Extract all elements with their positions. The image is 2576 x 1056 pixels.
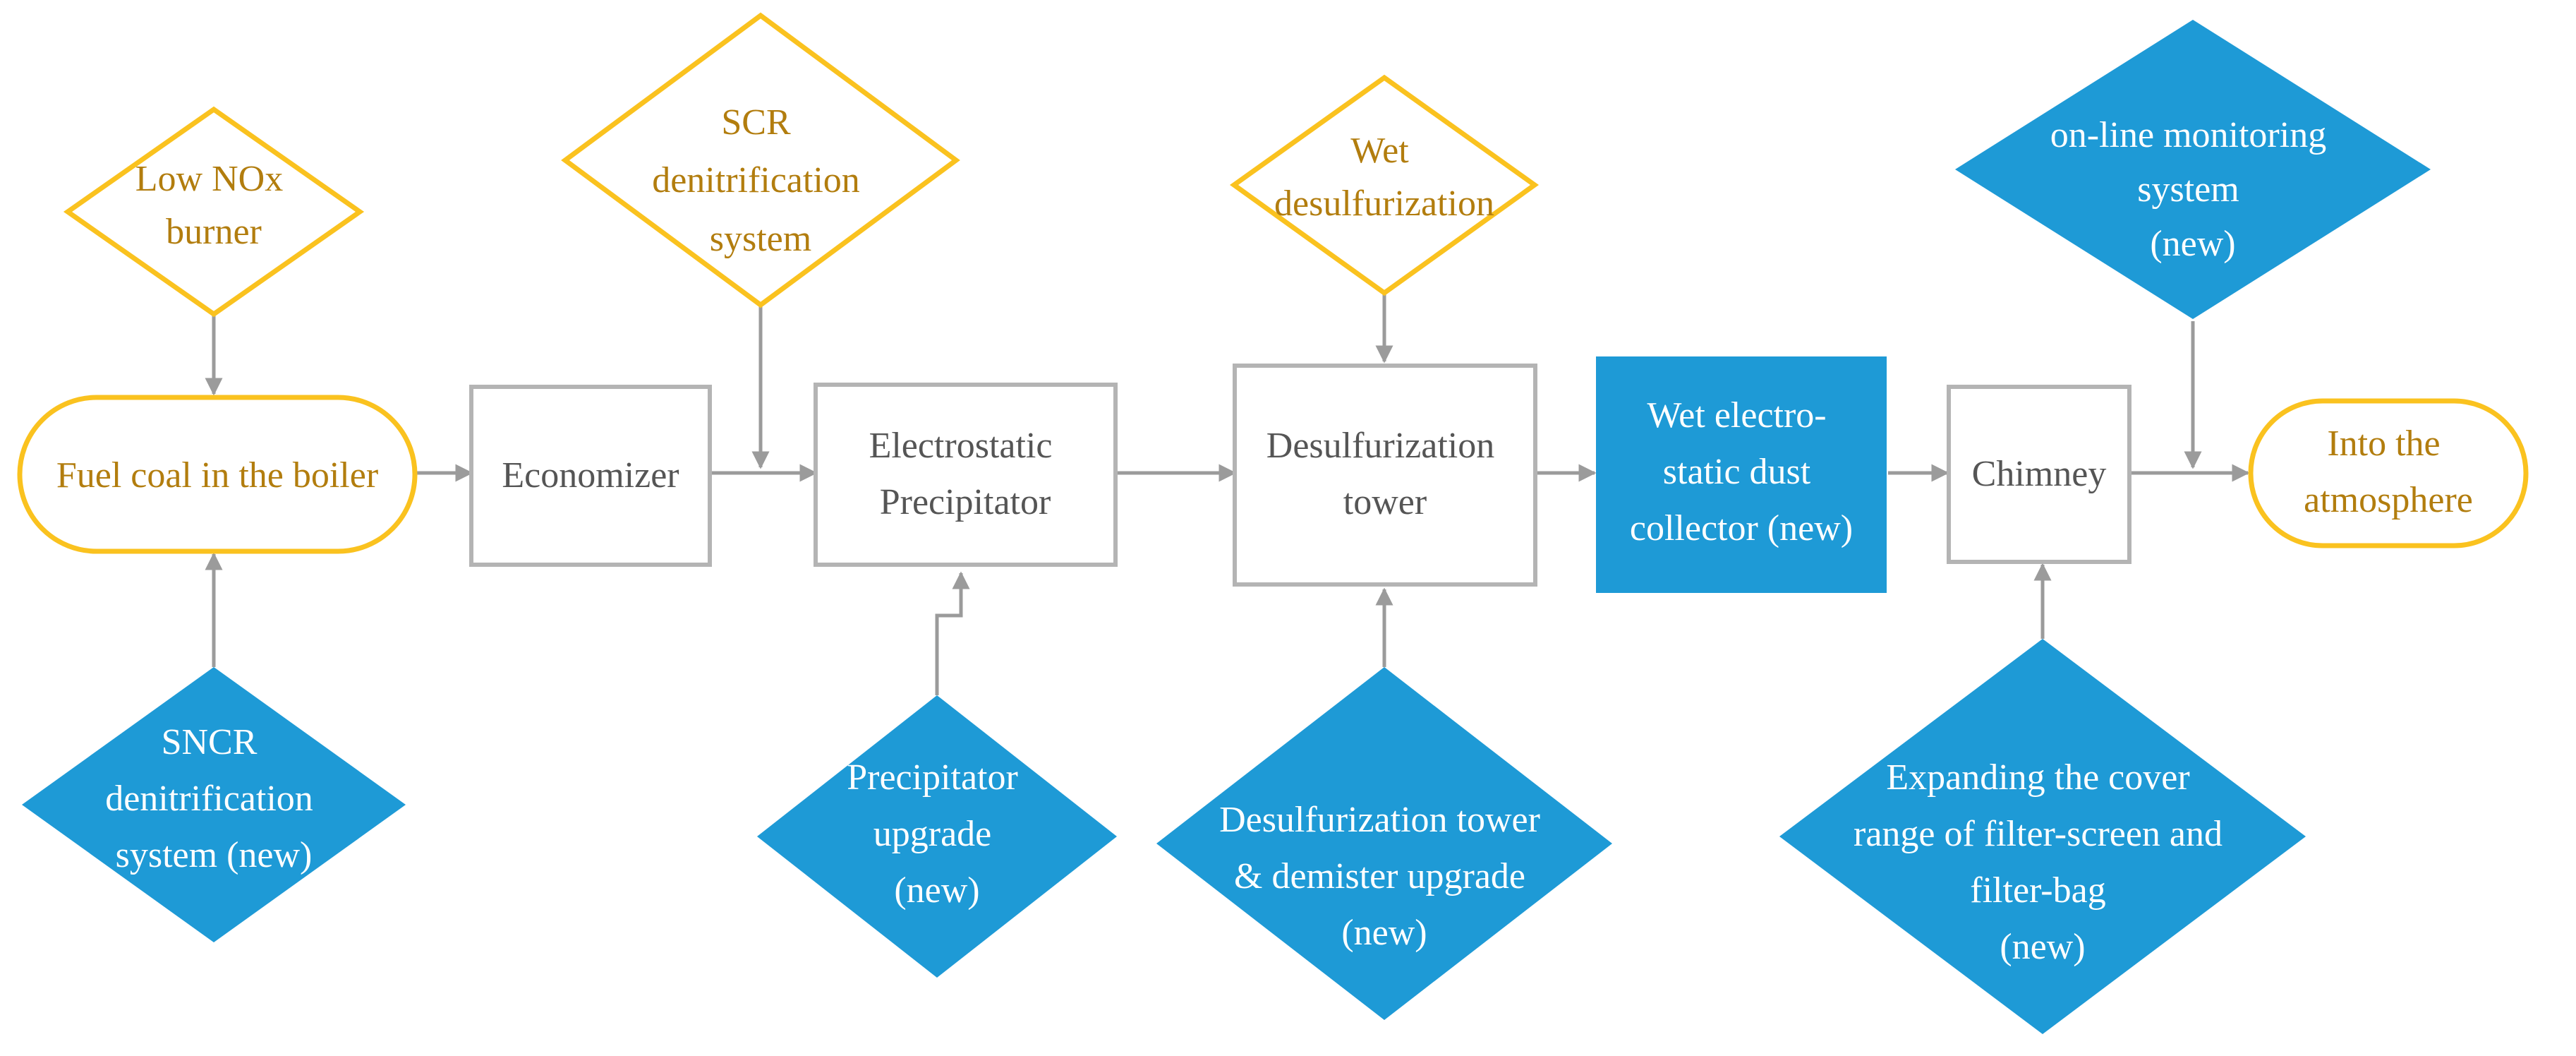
scr-line-1: SCR <box>721 102 791 143</box>
fuel-coal-node: Fuel coal in the boiler <box>17 395 418 554</box>
atmosphere-shape <box>2248 398 2529 548</box>
sncr-diamond: SNCR denitrification system (new) <box>22 667 406 942</box>
atmosphere-line-1: Into the <box>2327 424 2440 464</box>
precipitator-line-2: Precipitator <box>880 482 1051 522</box>
filter-expand-line-2: range of filter-screen and <box>1854 814 2223 854</box>
svg-text:Precipitator upgrade: Precipitator upgrade (new) <box>847 757 1027 911</box>
svg-text:Economizer: Economizer <box>502 455 679 496</box>
desulfurization-tower-shape <box>1233 364 1537 587</box>
scr-diamond: SCR denitrification system <box>561 12 960 308</box>
scr-line-3: system <box>710 219 811 259</box>
filter-expand-shape <box>1779 639 2306 1034</box>
demister-upgrade-line-3: (new) <box>1341 913 1427 953</box>
wet-desulf-shape <box>1229 74 1540 296</box>
online-monitoring-line-2: system <box>2137 169 2239 210</box>
fuel-coal-shape <box>17 395 418 554</box>
sncr-line-1: SNCR <box>162 722 258 762</box>
scr-line-2: denitrification <box>652 160 860 200</box>
filter-expand-diamond: Expanding the cover range of filter-scre… <box>1779 639 2306 1034</box>
atmosphere-node: Into the atmosphere <box>2248 398 2529 548</box>
svg-text:Low NOx burner: Low NOx burner <box>135 159 292 252</box>
precipitator-shape <box>814 383 1118 567</box>
low-nox-shape <box>63 106 365 318</box>
economizer-line-1: Economizer <box>502 455 679 496</box>
svg-text:Desulfurization tower &: Desulfurization tower & demister upgrade… <box>1219 800 1549 953</box>
svg-text:Chimney: Chimney <box>1972 454 2107 494</box>
chimney-shape <box>1947 385 2131 564</box>
online-monitoring-line-1: on-line monitoring <box>2050 115 2326 155</box>
precipitator-node: Electrostatic Precipitator <box>814 383 1118 567</box>
low-nox-line-2: burner <box>166 212 262 252</box>
sncr-line-2: denitrification <box>105 779 313 819</box>
precipitator-upgrade-line-2: upgrade <box>873 814 991 854</box>
scr-shape <box>561 12 960 308</box>
low-nox-diamond: Low NOx burner <box>63 106 365 318</box>
sncr-line-3: system (new) <box>116 835 313 875</box>
chimney-node: Chimney <box>1947 385 2131 564</box>
online-monitoring-shape <box>1955 20 2431 319</box>
desulfurization-tower-node: Desulfurization tower <box>1233 364 1537 587</box>
precipitator-line-1: Electrostatic <box>869 426 1053 466</box>
svg-text:SCR denitrification: SCR denitrification system <box>652 102 869 259</box>
filter-expand-line-1: Expanding the cover <box>1886 757 2189 798</box>
precipitator-upgrade-diamond: Precipitator upgrade (new) <box>757 695 1117 978</box>
sncr-shape <box>22 667 406 942</box>
demister-upgrade-line-2: & demister upgrade <box>1234 856 1525 896</box>
svg-text:Desulfurization tower: Desulfurization tower <box>1266 426 1504 522</box>
wet-collector-shape <box>1596 356 1887 593</box>
demister-upgrade-line-1: Desulfurization tower <box>1219 800 1540 840</box>
wet-collector-line-1: Wet electro- <box>1647 395 1826 436</box>
svg-text:Into the atmosphere: Into the atmosphere <box>2304 424 2473 520</box>
wet-collector-line-2: static dust <box>1663 452 1811 492</box>
chimney-line-1: Chimney <box>1972 454 2107 494</box>
wet-desulf-line-1: Wet <box>1350 131 1409 171</box>
svg-text:Wet desulfurization: Wet desulfurization <box>1274 131 1494 224</box>
economizer-shape <box>469 385 712 567</box>
atmosphere-line-2: atmosphere <box>2304 480 2473 520</box>
precipitator-upgrade-line-1: Precipitator <box>847 757 1018 798</box>
fuel-coal-line-1: Fuel coal in the boiler <box>56 455 378 496</box>
online-monitoring-diamond: on-line monitoring system (new) <box>1955 20 2431 319</box>
demister-upgrade-shape <box>1156 667 1612 1020</box>
filter-expand-line-4: (new) <box>2000 927 2085 967</box>
svg-text:SNCR denitrification: SNCR denitrification system (new) <box>105 722 322 875</box>
svg-text:Fuel coal in the boiler: Fuel coal in the boiler <box>56 455 378 496</box>
connectors <box>205 293 2250 695</box>
arrow-precipupgrade-to-precipitator <box>935 571 970 695</box>
filter-expand-line-3: filter-bag <box>1970 870 2105 911</box>
online-monitoring-line-3: (new) <box>2150 224 2235 264</box>
svg-text:Wet electro- static dust: Wet electro- static dust collector (new) <box>1630 395 1853 548</box>
svg-text:Expanding the cover rang: Expanding the cover range of filter-scre… <box>1854 757 2232 967</box>
desulfurization-tower-line-2: tower <box>1343 482 1427 522</box>
desulfurization-tower-line-1: Desulfurization <box>1266 426 1494 466</box>
demister-upgrade-diamond: Desulfurization tower & demister upgrade… <box>1156 667 1612 1020</box>
wet-desulf-line-2: desulfurization <box>1274 184 1494 224</box>
wet-collector-line-3: collector (new) <box>1630 508 1853 548</box>
wet-desulf-diamond: Wet desulfurization <box>1229 74 1540 296</box>
svg-text:Electrostatic Precipitat: Electrostatic Precipitator <box>869 426 1062 522</box>
svg-text:on-line monitoring syste: on-line monitoring system (new) <box>2050 115 2335 264</box>
economizer-node: Economizer <box>469 385 712 567</box>
wet-collector-node: Wet electro- static dust collector (new) <box>1596 356 1887 593</box>
precipitator-upgrade-shape <box>757 695 1117 978</box>
precipitator-upgrade-line-3: (new) <box>894 870 979 911</box>
low-nox-line-1: Low NOx <box>135 159 283 199</box>
